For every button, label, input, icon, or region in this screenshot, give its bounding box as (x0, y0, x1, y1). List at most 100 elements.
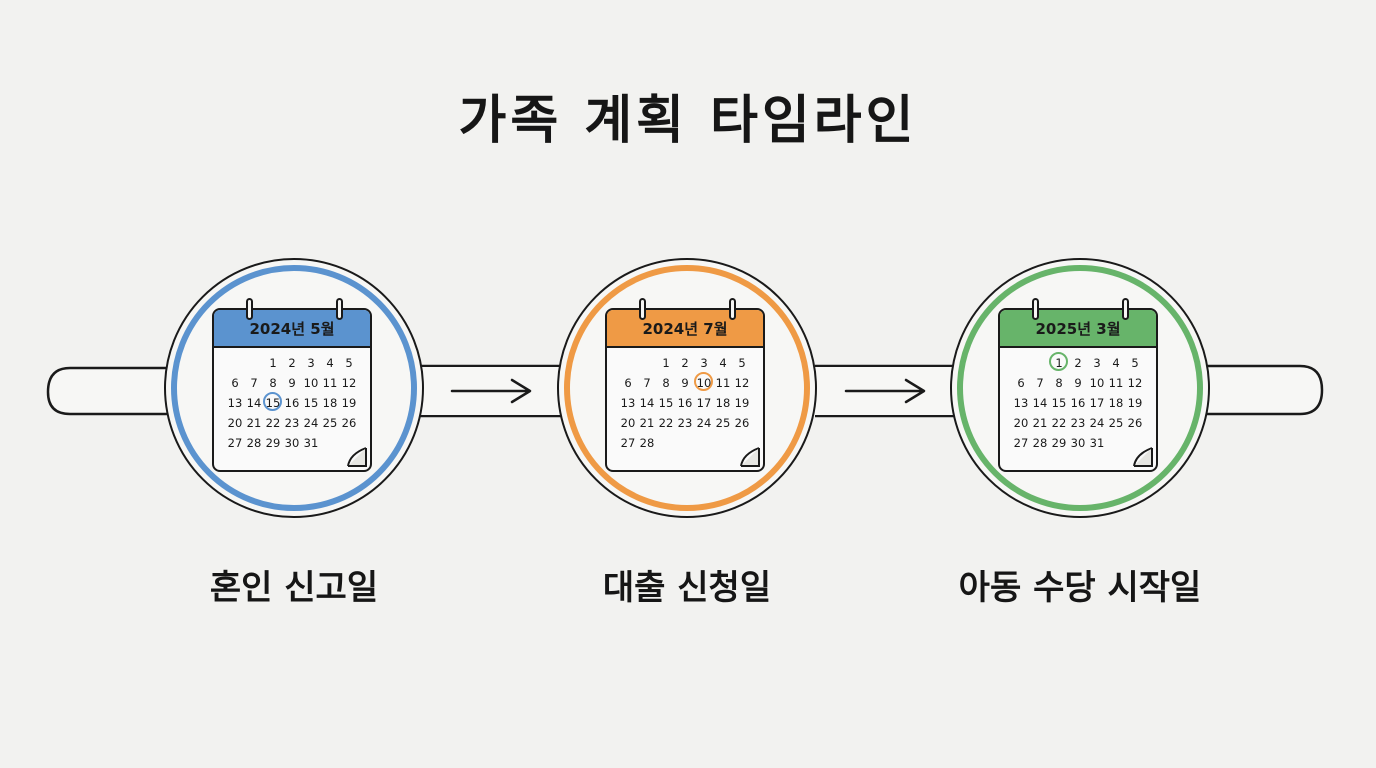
event-label: 아동 수당 시작일 (958, 568, 1202, 608)
calendar-day: 29 (1051, 436, 1067, 450)
calendar-day: 6 (624, 376, 632, 390)
binder-ring-icon (246, 298, 253, 320)
calendar-day: 19 (1127, 396, 1143, 410)
calendar-empty-cell (1031, 355, 1050, 371)
calendar-day: 8 (662, 376, 670, 390)
calendar-day: 26 (734, 416, 750, 430)
calendar-day: 7 (643, 376, 651, 390)
calendar-day: 10 (303, 376, 319, 390)
calendar-day: 15 (303, 396, 319, 410)
calendar-day: 16 (677, 396, 693, 410)
calendar-day: 21 (1032, 416, 1048, 430)
calendar-day: 20 (227, 416, 243, 430)
calendar-day: 28 (639, 436, 655, 450)
calendar-day: 19 (734, 396, 750, 410)
calendar-day: 13 (620, 396, 636, 410)
calendar-day: 5 (345, 356, 353, 370)
calendar-day: 10 (1089, 376, 1105, 390)
calendar-day-marked: 10 (693, 372, 714, 391)
calendar-day: 30 (284, 436, 300, 450)
calendar-day: 2 (1074, 356, 1082, 370)
calendar-header: 2025년 3월 (1000, 310, 1156, 348)
arrow-right-icon (844, 378, 926, 404)
calendar-day: 28 (246, 436, 262, 450)
calendar-day: 16 (1070, 396, 1086, 410)
calendar-day: 18 (322, 396, 338, 410)
calendar-empty-cell (638, 355, 657, 371)
calendar-day: 19 (341, 396, 357, 410)
calendar-day: 6 (231, 376, 239, 390)
calendar-day: 4 (1112, 356, 1120, 370)
calendar-month: 2024년 5월 (249, 319, 335, 338)
calendar-header: 2024년 5월 (214, 310, 370, 348)
calendar-day: 14 (246, 396, 262, 410)
calendar-day: 23 (677, 416, 693, 430)
calendar-day: 5 (738, 356, 746, 370)
calendar-day-marked: 15 (262, 392, 283, 411)
calendar-day: 16 (284, 396, 300, 410)
calendar-day: 3 (1093, 356, 1101, 370)
calendar-day: 24 (303, 416, 319, 430)
calendar-day: 21 (639, 416, 655, 430)
calendar-day: 31 (303, 436, 319, 450)
calendar-empty-cell (321, 435, 340, 451)
calendar-day: 27 (1013, 436, 1029, 450)
page-title: 가족 계획 타임라인 (458, 91, 918, 151)
event-ring (171, 265, 417, 511)
calendar-day: 4 (326, 356, 334, 370)
calendar-day: 9 (1074, 376, 1082, 390)
calendar-empty-cell (1107, 435, 1126, 451)
calendar-day: 14 (1032, 396, 1048, 410)
calendar-day: 15 (658, 396, 674, 410)
page-curl-icon (740, 447, 760, 467)
calendar-day: 12 (734, 376, 750, 390)
calendar-day: 22 (265, 416, 281, 430)
calendar-day: 1 (662, 356, 670, 370)
calendar-day: 27 (620, 436, 636, 450)
calendar-day: 22 (658, 416, 674, 430)
calendar-day: 24 (1089, 416, 1105, 430)
calendar-day: 4 (719, 356, 727, 370)
calendar-day: 17 (1089, 396, 1105, 410)
calendar-empty-cell (657, 435, 676, 451)
event-label: 혼인 신고일 (209, 568, 379, 608)
calendar-month: 2024년 7월 (642, 319, 728, 338)
calendar-day: 9 (681, 376, 689, 390)
calendar-day: 22 (1051, 416, 1067, 430)
calendar-day: 26 (1127, 416, 1143, 430)
page-curl-icon (347, 447, 367, 467)
calendar-empty-cell (676, 435, 695, 451)
calendar-day: 20 (1013, 416, 1029, 430)
calendar-empty-cell (245, 355, 264, 371)
calendar-day: 13 (227, 396, 243, 410)
calendar-day: 25 (322, 416, 338, 430)
calendar-day: 1 (269, 356, 277, 370)
calendar-day: 12 (1127, 376, 1143, 390)
calendar-day: 21 (246, 416, 262, 430)
binder-ring-icon (639, 298, 646, 320)
calendar-day: 29 (265, 436, 281, 450)
calendar-day-marked: 1 (1048, 352, 1069, 371)
binder-ring-icon (729, 298, 736, 320)
calendar-day: 9 (288, 376, 296, 390)
calendar-day: 26 (341, 416, 357, 430)
calendar-day: 23 (284, 416, 300, 430)
calendar-day: 6 (1017, 376, 1025, 390)
calendar-day: 31 (1089, 436, 1105, 450)
calendar-day: 18 (715, 396, 731, 410)
calendar-day: 7 (1036, 376, 1044, 390)
calendar-empty-cell (714, 435, 733, 451)
calendar-day: 8 (269, 376, 277, 390)
calendar-day: 8 (1055, 376, 1063, 390)
calendar-month: 2025년 3월 (1035, 319, 1121, 338)
calendar-day: 11 (715, 376, 731, 390)
calendar-day: 25 (715, 416, 731, 430)
